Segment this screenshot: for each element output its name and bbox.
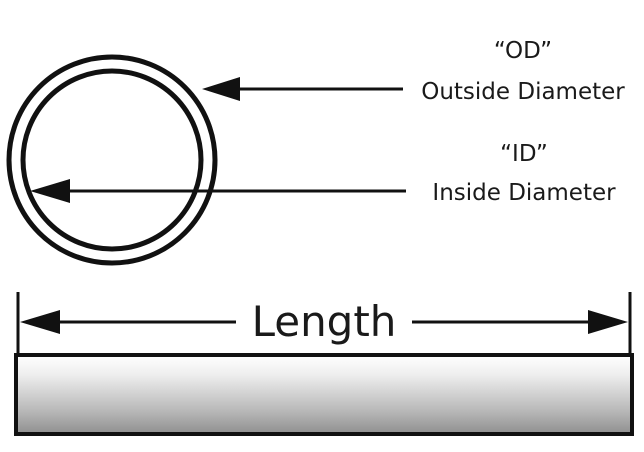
- id-arrow: [30, 179, 406, 203]
- id-name-label: Inside Diameter: [432, 180, 616, 206]
- length-label: Length: [252, 297, 397, 346]
- inner-wall-circle: [20, 68, 204, 252]
- id-abbr-label: “ID”: [500, 141, 548, 167]
- od-abbr-label: “OD”: [494, 38, 552, 64]
- length-arrowhead-right: [588, 310, 628, 334]
- pipe-cross-section: [6, 54, 218, 266]
- outer-wall-circle: [6, 54, 218, 266]
- length-dimension: [16, 292, 632, 355]
- od-arrow: [202, 77, 403, 101]
- od-name-label: Outside Diameter: [421, 79, 625, 105]
- length-arrowhead-left: [20, 310, 60, 334]
- pipe-side-view: [14, 353, 634, 436]
